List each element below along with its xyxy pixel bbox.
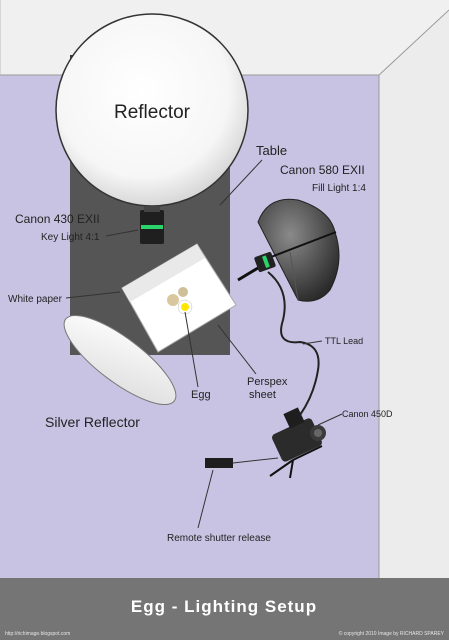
egg-label: Egg (191, 389, 211, 401)
white-paper-label: White paper (8, 294, 63, 305)
perspex-label: Perspex (247, 376, 288, 388)
right-wall (379, 10, 449, 578)
key-light-leader (105, 229, 139, 237)
perspex-sheet-label: sheet (249, 389, 276, 401)
perspex-leader (217, 324, 257, 375)
ttl-lead-label: TTL Lead (325, 336, 363, 346)
remote-icon (205, 458, 233, 468)
white-paper-leader (65, 291, 121, 299)
canon430-label: Canon 430 EXII (15, 212, 100, 226)
flash-580-icon (254, 251, 276, 273)
reflector-label: Reflector (114, 102, 191, 123)
ttl-leader (302, 340, 323, 345)
umbrella-stand (237, 266, 259, 282)
canon450-leader (317, 413, 343, 426)
remote-cable (232, 457, 279, 464)
remote-label: Remote shutter release (167, 533, 271, 544)
silver-reflector-label: Silver Reflector (45, 414, 140, 430)
footer-banner (0, 578, 449, 640)
perspex-sheet (121, 243, 237, 353)
canon580-label: Canon 580 EXII (280, 163, 365, 177)
ttl-cable (267, 271, 320, 416)
egg-leader (184, 311, 199, 388)
table-leader (219, 159, 263, 206)
key-light-label: Key Light 4:1 (41, 232, 100, 243)
canon450-label: Canon 450D (342, 409, 393, 419)
remote-leader (197, 469, 214, 529)
footer-title: Egg - Lighting Setup (131, 597, 317, 616)
table-label: Table (256, 143, 287, 158)
fill-light-label: Fill Light 1:4 (312, 183, 366, 194)
silver-reflector (63, 314, 177, 406)
footer-right-credit: © copyright 2010 Image by RICHARD SPAREY (339, 630, 445, 637)
flash-430-icon (140, 206, 164, 244)
footer-left-credit: http://richimage.blogspot.com (5, 631, 70, 637)
camera-icon (269, 407, 326, 479)
